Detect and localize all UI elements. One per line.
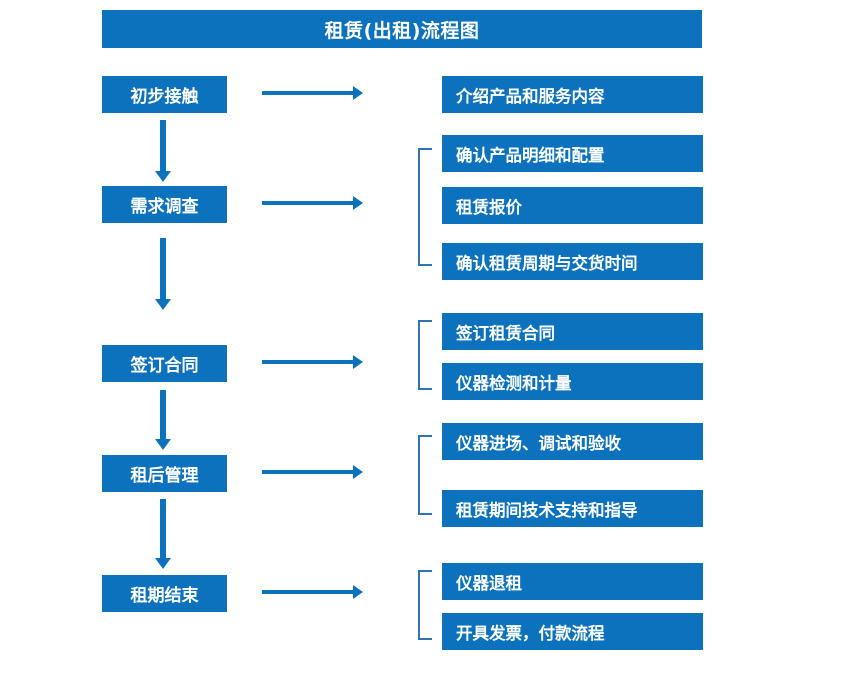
arrow-head-icon	[155, 558, 171, 569]
stage-box-3[interactable]: 签订合同	[102, 345, 227, 382]
detail-box-1-1[interactable]: 介绍产品和服务内容	[442, 76, 703, 113]
stage-label: 初步接触	[130, 87, 199, 107]
horizontal-arrow-2	[262, 196, 363, 210]
detail-label: 仪器检测和计量	[456, 373, 572, 393]
detail-label: 开具发票，付款流程	[456, 623, 605, 643]
arrow-head-icon	[353, 196, 363, 210]
detail-box-3-2[interactable]: 仪器检测和计量	[442, 363, 703, 400]
arrow-stem	[160, 238, 166, 300]
arrow-head-icon	[353, 465, 363, 479]
detail-label: 租赁期间技术支持和指导	[456, 500, 638, 520]
horizontal-arrow-1	[262, 86, 363, 100]
arrow-head-icon	[155, 171, 171, 182]
detail-box-5-1[interactable]: 仪器退租	[442, 563, 703, 600]
horizontal-arrow-4	[262, 465, 363, 479]
arrow-head-icon	[155, 299, 171, 310]
arrow-stem	[160, 120, 166, 172]
arrow-shaft	[262, 201, 354, 205]
detail-box-5-2[interactable]: 开具发票，付款流程	[442, 613, 703, 650]
detail-label: 确认租赁周期与交货时间	[456, 253, 638, 273]
arrow-shaft	[262, 360, 354, 364]
detail-box-2-1[interactable]: 确认产品明细和配置	[442, 135, 703, 172]
down-arrow-1	[155, 120, 171, 182]
detail-box-4-1[interactable]: 仪器进场、调试和验收	[442, 423, 703, 460]
arrow-stem	[160, 499, 166, 559]
arrow-head-icon	[155, 439, 171, 450]
stage-label: 签订合同	[130, 356, 199, 376]
arrow-shaft	[262, 91, 354, 95]
detail-box-4-2[interactable]: 租赁期间技术支持和指导	[442, 490, 703, 527]
arrow-head-icon	[353, 355, 363, 369]
detail-label: 介绍产品和服务内容	[456, 86, 605, 106]
detail-box-2-2[interactable]: 租赁报价	[442, 187, 703, 224]
arrow-head-icon	[353, 585, 363, 599]
group-bracket-4	[418, 435, 432, 515]
horizontal-arrow-5	[262, 585, 363, 599]
stage-box-1[interactable]: 初步接触	[102, 76, 227, 113]
detail-label: 仪器退租	[456, 573, 522, 593]
stage-label: 需求调查	[130, 197, 199, 217]
page-title: 租赁(出租)流程图	[102, 10, 702, 48]
arrow-head-icon	[353, 86, 363, 100]
group-bracket-3	[418, 320, 432, 390]
down-arrow-4	[155, 499, 171, 569]
stage-box-5[interactable]: 租期结束	[102, 575, 227, 612]
stage-box-2[interactable]: 需求调查	[102, 186, 227, 223]
detail-label: 租赁报价	[456, 197, 522, 217]
arrow-stem	[160, 390, 166, 440]
down-arrow-3	[155, 390, 171, 450]
stage-label: 租后管理	[130, 466, 199, 486]
detail-label: 仪器进场、调试和验收	[456, 433, 621, 453]
arrow-shaft	[262, 470, 354, 474]
group-bracket-2	[418, 148, 432, 266]
stage-label: 租期结束	[130, 586, 199, 606]
stage-box-4[interactable]: 租后管理	[102, 455, 227, 492]
detail-label: 确认产品明细和配置	[456, 145, 605, 165]
detail-box-2-3[interactable]: 确认租赁周期与交货时间	[442, 243, 703, 280]
group-bracket-5	[418, 570, 432, 640]
down-arrow-2	[155, 238, 171, 310]
horizontal-arrow-3	[262, 355, 363, 369]
detail-label: 签订租赁合同	[456, 323, 555, 343]
arrow-shaft	[262, 590, 354, 594]
detail-box-3-1[interactable]: 签订租赁合同	[442, 313, 703, 350]
